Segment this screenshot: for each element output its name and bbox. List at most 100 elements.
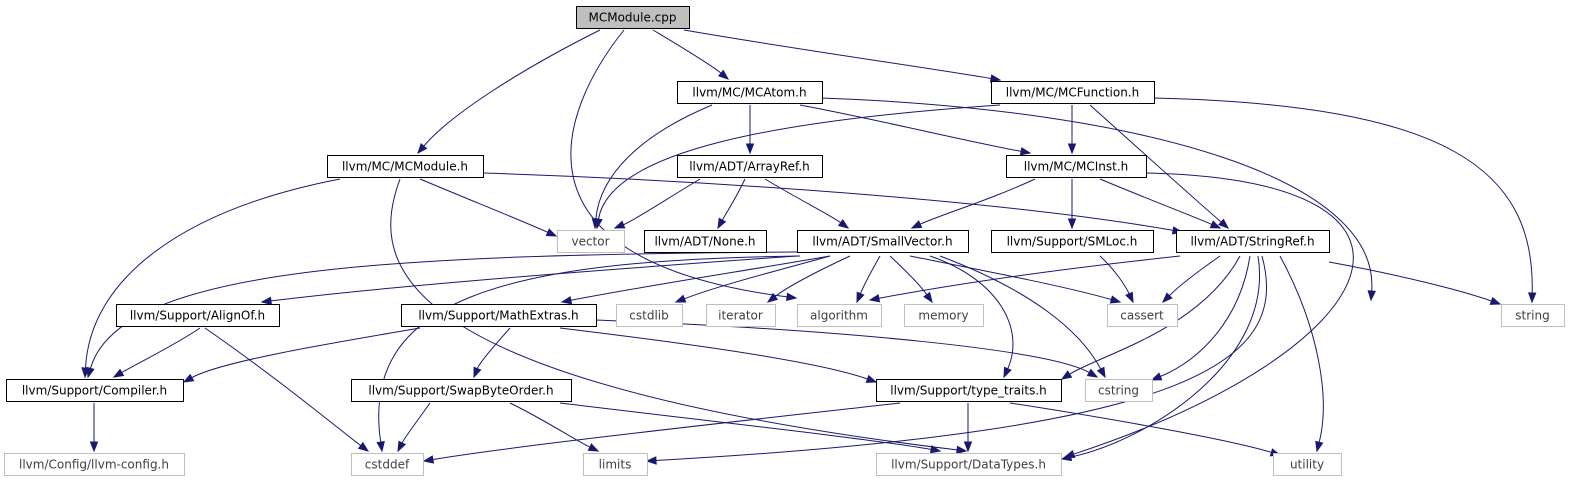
node-box [401, 304, 597, 327]
edge-smallvector_h-to-cassert [909, 255, 1122, 304]
arrowhead [1096, 366, 1106, 379]
node-label: llvm/ADT/ArrayRef.h [689, 160, 810, 174]
edge-mcatom_h-to-arrayref_h [745, 105, 755, 155]
edge-mcatom_h-to-datatypes_h [821, 97, 1376, 302]
node-box [797, 304, 882, 327]
node-stringref-h[interactable]: llvm/ADT/StringRef.h [1176, 230, 1330, 253]
edge-line [85, 178, 341, 369]
node-label: cstdlib [629, 309, 668, 323]
edge-line [204, 327, 362, 446]
edge-smallvector_h-to-algorithm [856, 255, 881, 304]
edge-swapbyteorder_h-to-cstddef [397, 402, 431, 453]
node-box [904, 304, 984, 327]
node-algorithm: algorithm [797, 304, 882, 327]
arrowhead [717, 217, 727, 230]
node-mcinst-h[interactable]: llvm/MC/MCInst.h [1006, 155, 1147, 178]
edge-stringref_h-to-datatypes_h [1060, 255, 1261, 462]
arrowhead [1067, 218, 1077, 230]
arrowhead [1019, 147, 1032, 156]
node-compiler-h[interactable]: llvm/Support/Compiler.h [6, 379, 184, 402]
edge-line [889, 255, 928, 295]
edge-line [1169, 255, 1221, 296]
node-label: limits [599, 458, 632, 472]
arrowhead [1150, 372, 1163, 381]
edge-compiler_h-to-llvm_config_h [89, 403, 99, 453]
arrowhead [1527, 292, 1537, 304]
node-alignof-h[interactable]: llvm/Support/AlignOf.h [116, 304, 280, 327]
edge-line [559, 402, 932, 450]
node-mathextras-h[interactable]: llvm/Support/MathExtras.h [401, 304, 597, 327]
node-arrayref-h[interactable]: llvm/ADT/ArrayRef.h [677, 155, 823, 178]
edge-smloc_h-to-cassert [1099, 255, 1134, 304]
node-type-traits-h[interactable]: llvm/Support/type_traits.h [876, 379, 1062, 402]
node-box [583, 453, 648, 476]
edge-swapbyteorder_h-to-limits [509, 402, 600, 452]
edge-mcatom_h-to-mcinst_h [799, 104, 1032, 156]
arrowhead [745, 143, 755, 155]
node-cassert: cassert [1107, 304, 1178, 327]
edge-line [1160, 255, 1251, 377]
node-box [1273, 453, 1342, 476]
arrowhead [587, 443, 600, 452]
edge-stringref_h-to-cassert [1162, 255, 1221, 303]
arrowhead [1218, 218, 1230, 229]
edge-line [419, 178, 549, 233]
node-box [644, 230, 767, 253]
edge-line [1009, 402, 1272, 453]
edge-alignof_h-to-cstddef [204, 327, 370, 452]
arrowhead [929, 445, 942, 454]
arrowhead [837, 219, 850, 229]
edge-line [721, 178, 746, 221]
edge-line [482, 172, 1174, 231]
node-cstddef: cstddef [351, 453, 424, 476]
node-label: llvm/Support/SMLoc.h [1007, 235, 1138, 249]
node-smallvector-h[interactable]: llvm/ADT/SmallVector.h [797, 230, 969, 253]
node-mcmodule-h[interactable]: llvm/MC/MCModule.h [327, 155, 484, 178]
edge-line [652, 29, 722, 74]
node-string: string [1501, 304, 1565, 327]
arrowhead [1060, 452, 1073, 462]
node-label: llvm/ADT/SmallVector.h [812, 235, 952, 249]
node-mcatom-h[interactable]: llvm/MC/MCAtom.h [677, 81, 823, 104]
arrowhead [112, 368, 125, 378]
node-swapbyteorder-h[interactable]: llvm/Support/SwapByteOrder.h [351, 379, 572, 402]
node-label: algorithm [810, 309, 868, 323]
node-smloc-h[interactable]: llvm/Support/SMLoc.h [991, 230, 1154, 253]
node-box [616, 304, 683, 327]
node-label: llvm/MC/MCAtom.h [692, 86, 806, 100]
edge-line [1099, 178, 1212, 225]
edge-mcfunction_h-to-mcinst_h [1067, 105, 1077, 155]
edge-mcinst_h-to-stringref_h [1099, 178, 1222, 229]
node-limits: limits [583, 453, 648, 476]
edge-line [799, 104, 1022, 152]
edge-stringref_h-to-algorithm [868, 255, 1181, 303]
node-label: vector [571, 235, 609, 249]
arrowhead [545, 228, 558, 237]
node-box [557, 230, 625, 253]
node-box [4, 453, 185, 476]
node-none-h[interactable]: llvm/ADT/None.h [644, 230, 767, 253]
edge-line [683, 29, 992, 79]
arrowhead [260, 296, 272, 306]
arrowhead [1209, 220, 1222, 229]
node-mcfunction-h[interactable]: llvm/MC/MCFunction.h [991, 81, 1155, 104]
edge-line [859, 255, 881, 294]
node-mcmodule-cpp: MCModule.cpp [576, 6, 690, 29]
node-box [6, 379, 184, 402]
edge-mathextras_h-to-cstring [595, 319, 1099, 378]
edge-type_traits_h-to-utility [1009, 402, 1282, 457]
node-box [1085, 379, 1153, 402]
node-box [677, 81, 823, 104]
node-label: llvm/Support/type_traits.h [890, 384, 1047, 398]
edge-line [623, 178, 701, 226]
edge-line [401, 402, 431, 444]
edge-type_traits_h-to-cstddef [422, 402, 901, 464]
arrowhead [376, 441, 385, 453]
edge-line [1153, 97, 1533, 294]
edge-stringref_h-to-string [1328, 261, 1502, 305]
arrowhead [989, 74, 1002, 83]
arrowhead [1003, 366, 1012, 379]
edge-line [929, 255, 1014, 370]
node-iterator: iterator [706, 304, 776, 327]
